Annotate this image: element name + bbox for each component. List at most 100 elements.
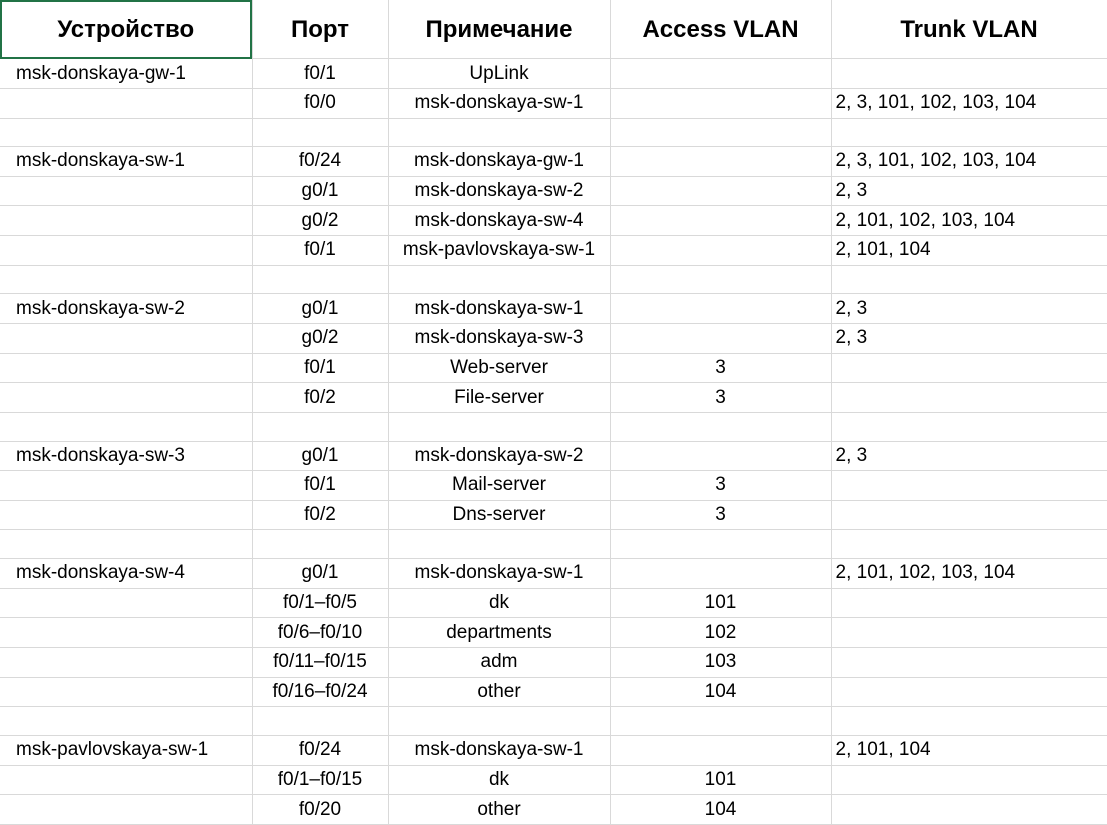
cell-note[interactable]: adm (388, 647, 611, 678)
cell-access-vlan[interactable] (610, 735, 832, 766)
cell-port[interactable]: f0/1 (252, 470, 389, 501)
cell-trunk-vlan[interactable] (831, 412, 1107, 442)
cell-trunk-vlan[interactable]: 2, 3 (831, 176, 1107, 207)
cell-access-vlan[interactable] (610, 265, 832, 295)
cell-port[interactable]: f0/0 (252, 88, 389, 119)
cell-trunk-vlan[interactable] (831, 58, 1107, 89)
cell-device[interactable] (0, 235, 253, 266)
header-trunk-vlan[interactable]: Trunk VLAN (831, 0, 1107, 60)
cell-note[interactable]: Dns-server (388, 500, 611, 531)
cell-device[interactable]: msk-donskaya-sw-2 (0, 293, 253, 324)
cell-note[interactable]: departments (388, 617, 611, 648)
cell-port[interactable] (252, 118, 389, 148)
cell-port[interactable] (252, 529, 389, 560)
cell-access-vlan[interactable] (610, 323, 832, 354)
cell-trunk-vlan[interactable] (831, 353, 1107, 384)
cell-device[interactable] (0, 500, 253, 531)
cell-device[interactable] (0, 323, 253, 354)
cell-note[interactable] (388, 412, 611, 442)
cell-note[interactable]: msk-donskaya-sw-1 (388, 735, 611, 766)
cell-access-vlan[interactable]: 101 (610, 588, 832, 619)
cell-device[interactable] (0, 88, 253, 119)
cell-note[interactable]: msk-donskaya-sw-1 (388, 88, 611, 119)
cell-trunk-vlan[interactable] (831, 677, 1107, 708)
cell-port[interactable]: f0/6–f0/10 (252, 617, 389, 648)
cell-port[interactable]: g0/1 (252, 441, 389, 472)
cell-access-vlan[interactable] (610, 146, 832, 177)
cell-trunk-vlan[interactable] (831, 765, 1107, 796)
cell-device[interactable] (0, 205, 253, 237)
cell-device[interactable]: msk-donskaya-gw-1 (0, 58, 253, 89)
cell-device[interactable] (0, 706, 253, 736)
cell-port[interactable]: f0/1–f0/5 (252, 588, 389, 619)
cell-port[interactable]: f0/2 (252, 500, 389, 531)
cell-note[interactable]: Mail-server (388, 470, 611, 501)
cell-device[interactable] (0, 176, 253, 207)
cell-device[interactable] (0, 412, 253, 442)
cell-note[interactable]: other (388, 794, 611, 825)
cell-trunk-vlan[interactable]: 2, 3, 101, 102, 103, 104 (831, 88, 1107, 119)
cell-access-vlan[interactable] (610, 412, 832, 442)
cell-note[interactable]: msk-donskaya-sw-3 (388, 323, 611, 354)
cell-port[interactable]: f0/1 (252, 58, 389, 89)
cell-access-vlan[interactable]: 3 (610, 353, 832, 384)
cell-device[interactable] (0, 794, 253, 825)
cell-trunk-vlan[interactable] (831, 617, 1107, 648)
cell-device[interactable] (0, 765, 253, 796)
cell-port[interactable] (252, 412, 389, 442)
cell-access-vlan[interactable] (610, 58, 832, 89)
cell-note[interactable]: File-server (388, 382, 611, 413)
header-note[interactable]: Примечание (388, 0, 611, 60)
cell-trunk-vlan[interactable] (831, 647, 1107, 678)
cell-port[interactable] (252, 265, 389, 295)
header-access-vlan[interactable]: Access VLAN (610, 0, 832, 60)
cell-port[interactable]: g0/1 (252, 558, 389, 589)
cell-trunk-vlan[interactable] (831, 794, 1107, 825)
cell-note[interactable] (388, 529, 611, 560)
cell-trunk-vlan[interactable] (831, 529, 1107, 560)
cell-note[interactable] (388, 265, 611, 295)
cell-access-vlan[interactable] (610, 205, 832, 237)
cell-port[interactable]: f0/24 (252, 735, 389, 766)
cell-device[interactable] (0, 588, 253, 619)
cell-device[interactable]: msk-donskaya-sw-3 (0, 441, 253, 472)
cell-trunk-vlan[interactable] (831, 706, 1107, 736)
cell-access-vlan[interactable]: 3 (610, 500, 832, 531)
cell-device[interactable] (0, 118, 253, 148)
cell-device[interactable] (0, 353, 253, 384)
cell-note[interactable]: other (388, 677, 611, 708)
cell-port[interactable]: f0/16–f0/24 (252, 677, 389, 708)
cell-device[interactable]: msk-pavlovskaya-sw-1 (0, 735, 253, 766)
cell-access-vlan[interactable] (610, 235, 832, 266)
cell-trunk-vlan[interactable]: 2, 3 (831, 441, 1107, 472)
cell-note[interactable] (388, 118, 611, 148)
cell-trunk-vlan[interactable]: 2, 3 (831, 323, 1107, 354)
cell-note[interactable]: msk-donskaya-sw-2 (388, 441, 611, 472)
cell-port[interactable]: f0/11–f0/15 (252, 647, 389, 678)
cell-access-vlan[interactable] (610, 293, 832, 324)
cell-note[interactable]: msk-donskaya-sw-1 (388, 558, 611, 589)
cell-port[interactable]: f0/1 (252, 353, 389, 384)
cell-note[interactable]: msk-donskaya-sw-1 (388, 293, 611, 324)
cell-trunk-vlan[interactable]: 2, 101, 102, 103, 104 (831, 205, 1107, 237)
cell-port[interactable]: f0/2 (252, 382, 389, 413)
cell-port[interactable]: g0/1 (252, 176, 389, 207)
cell-trunk-vlan[interactable]: 2, 3 (831, 293, 1107, 324)
cell-device[interactable]: msk-donskaya-sw-1 (0, 146, 253, 177)
cell-port[interactable]: f0/1 (252, 235, 389, 266)
cell-access-vlan[interactable]: 104 (610, 794, 832, 825)
cell-trunk-vlan[interactable] (831, 500, 1107, 531)
cell-trunk-vlan[interactable] (831, 118, 1107, 148)
cell-note[interactable] (388, 706, 611, 736)
cell-device[interactable] (0, 677, 253, 708)
cell-trunk-vlan[interactable] (831, 588, 1107, 619)
cell-port[interactable]: f0/24 (252, 146, 389, 177)
cell-access-vlan[interactable]: 3 (610, 470, 832, 501)
cell-access-vlan[interactable] (610, 706, 832, 736)
header-device[interactable]: Устройство (0, 0, 253, 60)
cell-trunk-vlan[interactable]: 2, 101, 104 (831, 235, 1107, 266)
cell-access-vlan[interactable] (610, 176, 832, 207)
cell-port[interactable]: f0/1–f0/15 (252, 765, 389, 796)
cell-note[interactable]: msk-pavlovskaya-sw-1 (388, 235, 611, 266)
cell-port[interactable] (252, 706, 389, 736)
